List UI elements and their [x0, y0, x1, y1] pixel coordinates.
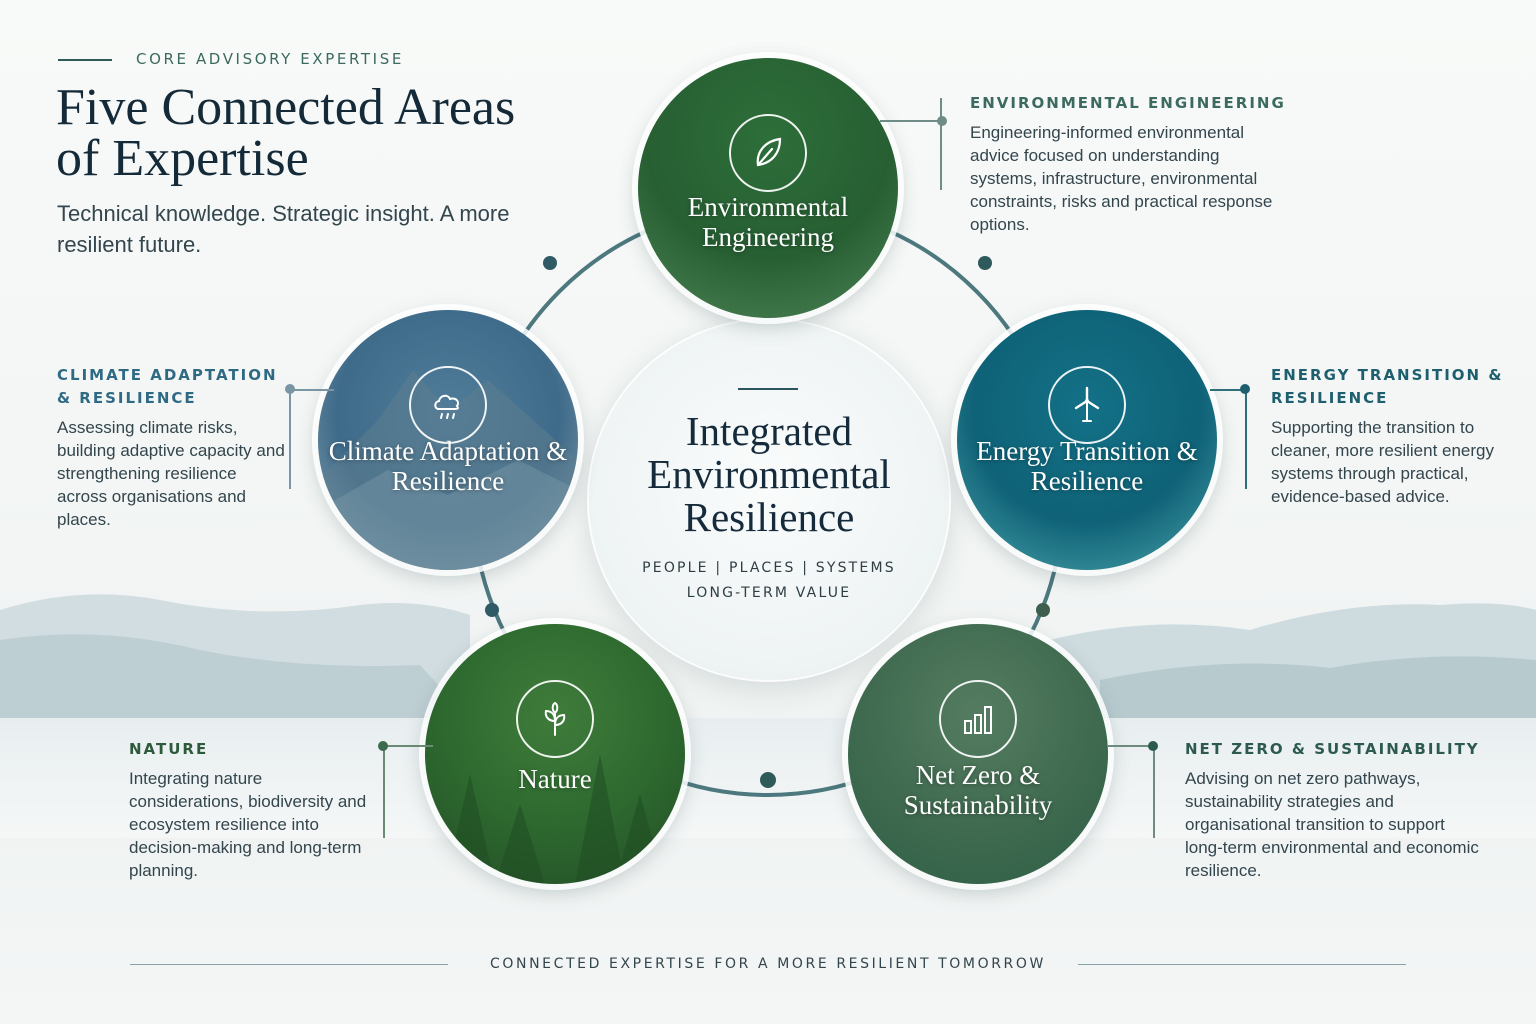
wind-turbine-icon — [1048, 366, 1126, 444]
node-label: Nature — [518, 764, 592, 794]
description-climate-adaptation: CLIMATE ADAPTATION & RESILIENCE Assessin… — [57, 364, 287, 531]
callout-line — [383, 745, 433, 747]
description-text: Assessing climate risks, building adapti… — [57, 418, 285, 529]
node-label: Climate Adaptation & Resilience — [328, 436, 568, 496]
callout-line — [289, 389, 334, 391]
callout-dot — [937, 116, 947, 126]
ring-dot — [485, 603, 499, 617]
description-text: Engineering-informed environmental advic… — [970, 123, 1273, 234]
footer-rule-right — [1078, 964, 1406, 965]
mountain-backdrop — [318, 370, 578, 570]
sprout-icon — [516, 680, 594, 758]
callout-bar — [940, 98, 942, 190]
callout-bar — [1153, 745, 1155, 838]
callout-line — [1108, 745, 1154, 747]
near-hills-right — [1100, 656, 1536, 720]
node-label: Net Zero & Sustainability — [903, 760, 1053, 820]
leaf-icon — [729, 114, 807, 192]
node-label: Energy Transition & Resilience — [976, 436, 1198, 496]
description-heading: ENERGY TRANSITION & RESILIENCE — [1271, 366, 1504, 407]
ring-dot — [760, 772, 776, 788]
bar-chart-icon — [939, 680, 1017, 758]
ring-dot — [1036, 603, 1050, 617]
ring-dot — [543, 256, 557, 270]
footer-tagline: CONNECTED EXPERTISE FOR A MORE RESILIENT… — [490, 956, 1046, 972]
node-nature: Nature — [425, 624, 685, 884]
center-hub — [589, 320, 949, 680]
node-net-zero: Net Zero & Sustainability — [848, 624, 1108, 884]
description-heading: ENVIRONMENTAL ENGINEERING — [970, 94, 1286, 112]
footer-rule-left — [130, 964, 448, 965]
center-title: Integrated Environmental Resilience — [647, 408, 891, 540]
ring-dot — [978, 256, 992, 270]
description-heading: NET ZERO & SUSTAINABILITY — [1185, 740, 1480, 758]
description-nature: NATURE Integrating nature considerations… — [129, 738, 374, 882]
description-net-zero: NET ZERO & SUSTAINABILITY Advising on ne… — [1185, 738, 1485, 882]
eyebrow-label: CORE ADVISORY EXPERTISE — [136, 50, 404, 68]
description-text: Integrating nature considerations, biodi… — [129, 769, 367, 880]
forest-backdrop — [445, 754, 665, 884]
near-hills-left — [0, 634, 470, 720]
page-subtitle: Technical knowledge. Strategic insight. … — [57, 201, 510, 257]
description-energy-transition: ENERGY TRANSITION & RESILIENCE Supportin… — [1271, 364, 1511, 508]
callout-dot — [378, 741, 388, 751]
description-heading: NATURE — [129, 740, 209, 758]
description-environmental-engineering: ENVIRONMENTAL ENGINEERING Engineering-in… — [970, 92, 1290, 236]
node-energy-transition: Energy Transition & Resilience — [957, 310, 1217, 570]
callout-line — [1210, 389, 1246, 391]
node-label: Environmental Engineering — [687, 192, 849, 252]
callout-dot — [1240, 384, 1250, 394]
callout-bar — [1245, 392, 1247, 489]
center-tagline-1: PEOPLE | PLACES | SYSTEMS — [642, 560, 896, 576]
description-text: Supporting the transition to cleaner, mo… — [1271, 418, 1495, 506]
description-heading: CLIMATE ADAPTATION & RESILIENCE — [57, 366, 278, 407]
callout-line — [880, 120, 940, 122]
node-environmental-engineering: Environmental Engineering — [638, 58, 898, 318]
rain-cloud-icon — [409, 366, 487, 444]
description-text: Advising on net zero pathways, sustainab… — [1185, 769, 1479, 880]
eyebrow-rule — [58, 59, 112, 61]
center-rule — [738, 388, 798, 390]
node-climate-adaptation: Climate Adaptation & Resilience — [318, 310, 578, 570]
callout-bar — [289, 392, 291, 489]
callout-dot — [285, 384, 295, 394]
callout-bar — [383, 745, 385, 838]
callout-dot — [1148, 741, 1158, 751]
center-tagline-2: LONG-TERM VALUE — [686, 585, 852, 601]
page-title: Five Connected Areas of Expertise — [56, 79, 516, 187]
